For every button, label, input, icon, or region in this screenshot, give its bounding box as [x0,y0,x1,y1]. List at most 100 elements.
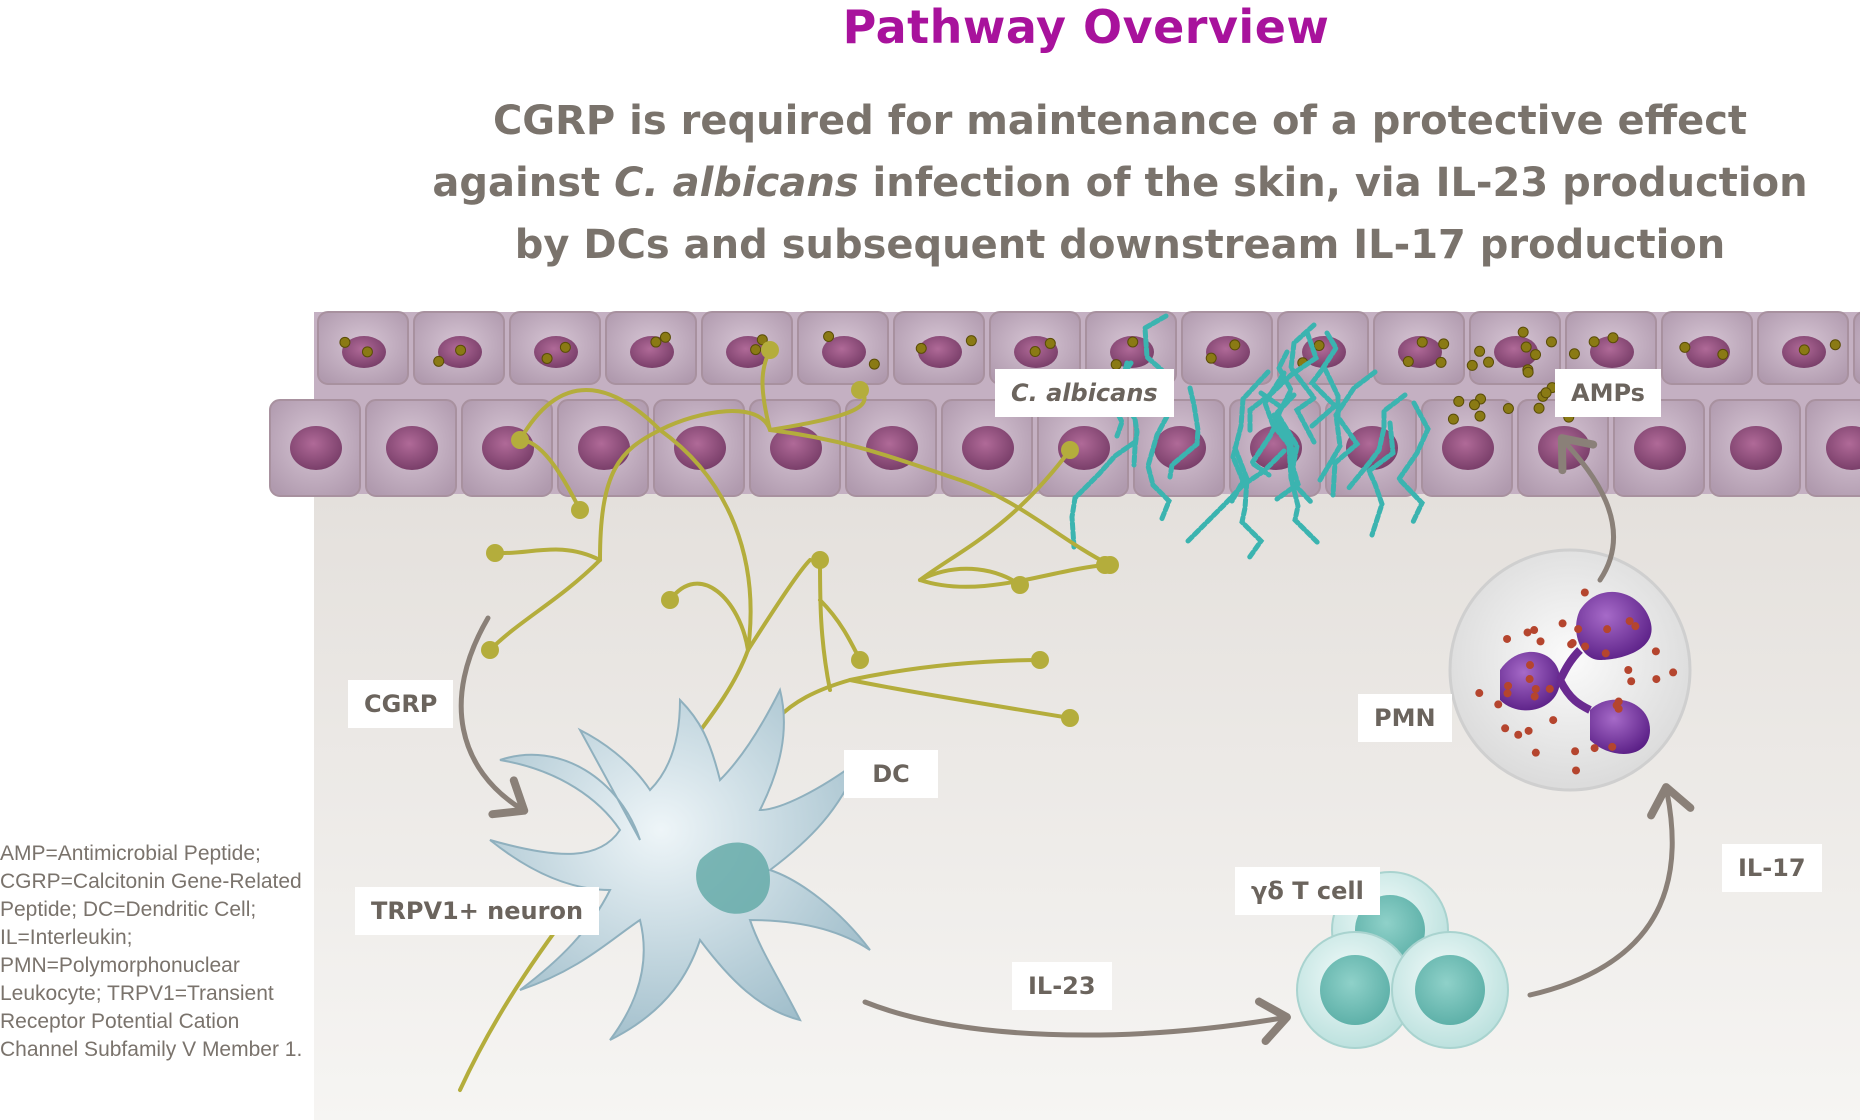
amp-particle [750,344,762,356]
amp-particle [433,355,445,367]
skin-cell-nucleus [578,426,630,470]
neuron-tip [511,431,529,449]
amp-particle [1588,336,1600,348]
granule [1530,692,1539,701]
amp-particle [1447,413,1459,425]
hypha-strand [1317,369,1378,483]
skin-cell-nucleus [1590,336,1634,368]
arrow-il23 [862,997,1291,1046]
granule [1523,628,1532,637]
granule [1574,625,1583,634]
granule [1501,724,1510,733]
granule [1504,681,1513,690]
neuron-tip [571,501,589,519]
amp-particle [1607,332,1619,344]
amp-particle [1798,344,1810,356]
amp-particle [1438,338,1450,350]
neuron-tip [851,381,869,399]
granule [1614,697,1623,706]
amp-particle [1679,341,1691,353]
amp-particles [339,326,1841,425]
amp-particle [1466,359,1478,371]
amp-particle [1205,352,1217,364]
skin-cell-nucleus [1058,426,1110,470]
granule [1625,617,1634,626]
arrow-cgrp [458,615,529,819]
label-c-albicans: C. albicans [995,369,1174,417]
subtitle-species: C. albicans [614,160,859,206]
page-title: Pathway Overview [842,0,1330,54]
subtitle-line-1: CGRP is required for maintenance of a pr… [492,98,1748,144]
label-dc: DC [844,750,938,798]
neuron-tip-bulbs-2 [811,441,1114,727]
label-il17: IL-17 [1722,844,1822,892]
amp-particle [915,342,927,354]
granule [1514,730,1523,739]
skin-cell-nucleus [1730,426,1782,470]
gd-t-cells [1296,871,1509,1049]
hypha-strand [1395,400,1431,525]
pmn-neutrophil [1448,548,1692,792]
neuron-tip [486,544,504,562]
amp-particle [1530,349,1542,361]
amp-particle [868,358,880,370]
hypha-strand [1271,412,1321,546]
hypha-strand [1322,366,1361,498]
skin-cell-nucleus [674,426,726,470]
hypha-strand [1345,392,1408,492]
granule [1526,661,1535,670]
skin-cell-nucleus [1442,426,1494,470]
label-gd-t-cell: γδ T cell [1235,867,1380,915]
granule [1558,619,1567,628]
amp-particle [1717,348,1729,360]
granule [1503,634,1512,643]
skin-cell-nucleus [534,336,578,368]
skin-cell-nucleus [1634,426,1686,470]
hypha-strand [1232,445,1265,561]
granule [1525,675,1534,684]
skin-cell [1853,311,1860,385]
amp-particle [1568,348,1580,360]
amp-particle [1517,326,1529,338]
hypha-strand [1288,322,1318,445]
amp-particle [1044,337,1056,349]
amp-particle [650,336,662,348]
hypha-strand [1248,390,1284,478]
granule [1601,649,1610,658]
granule [1669,668,1678,677]
amp-particle [559,341,571,353]
granule [1631,622,1640,631]
skin-cell-nucleus [630,336,674,368]
amp-particle [339,336,351,348]
amp-particle [455,344,467,356]
amp-particle [1416,336,1428,348]
hypha-strand [1308,330,1339,429]
granule [1571,747,1580,756]
hypha-strand [1271,392,1301,502]
amp-particle [1474,410,1486,422]
granule [1475,689,1484,698]
granule [1494,700,1503,709]
hypha-strand [1183,448,1287,546]
amp-particle [1474,345,1486,357]
granule [1624,666,1633,675]
hypha-strand [1247,329,1319,436]
amp-particle [965,335,977,347]
amp-particle [361,346,373,358]
amp-particle [1435,356,1447,368]
amp-particle [1483,356,1495,368]
amp-particle [1533,402,1545,414]
neuron-tip [661,591,679,609]
granule [1652,675,1661,684]
skin-cell-nucleus [1686,336,1730,368]
granule [1627,677,1636,686]
hypha-strand [1145,406,1174,524]
amp-particle [1402,356,1414,368]
epidermis-layer [269,311,1860,497]
amp-particle [823,331,835,343]
granule [1608,742,1617,751]
granule [1531,684,1540,693]
granule [1503,689,1512,698]
granule [1545,684,1554,693]
amp-particle [541,352,553,364]
